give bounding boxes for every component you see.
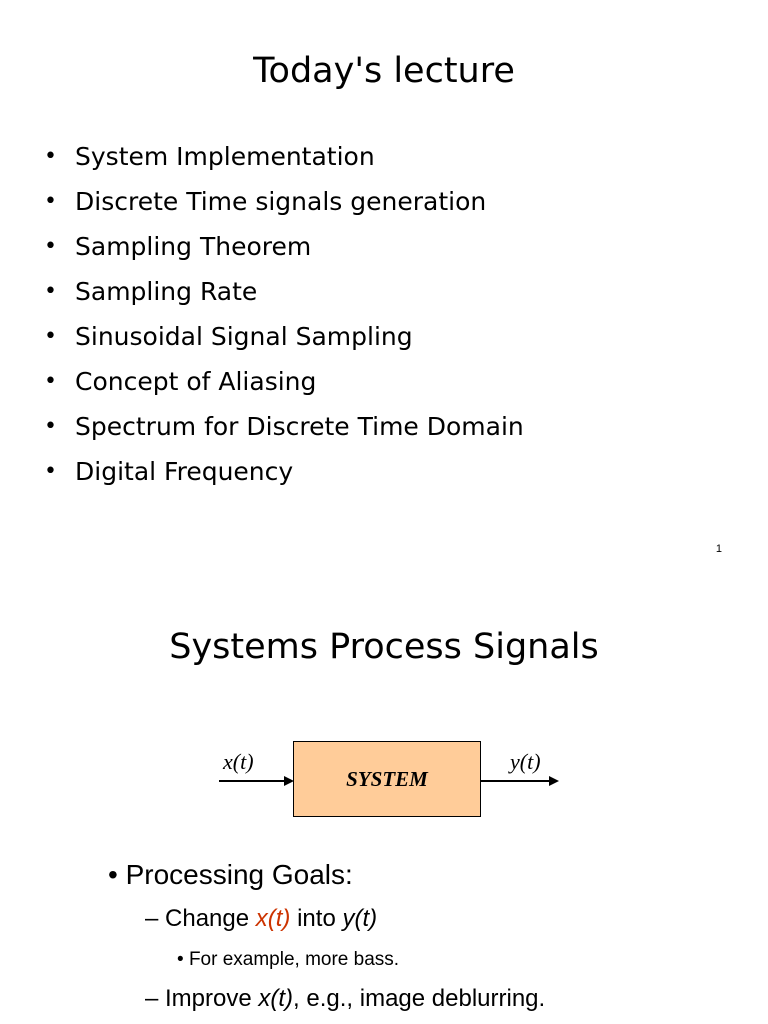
bullet-icon: •	[44, 414, 57, 439]
list-item: • Sampling Rate	[44, 269, 524, 314]
slide-title: Today's lecture	[253, 51, 515, 91]
bullet-icon: •	[177, 949, 184, 970]
slide-systems-process-signals: Systems Process Signals x(t) SYSTEM y(t)…	[0, 576, 768, 1024]
topic-list: • System Implementation • Discrete Time si…	[44, 134, 524, 494]
bullet-icon: •	[44, 144, 57, 169]
goal-example-text: For example, more bass.	[188, 949, 400, 970]
list-item: • Digital Frequency	[44, 449, 524, 494]
bullet-icon: •	[44, 234, 57, 259]
goals-heading: • Processing Goals:	[108, 858, 353, 892]
list-item-text: Spectrum for Discrete Time Domain	[75, 412, 524, 441]
list-item: • Concept of Aliasing	[44, 359, 524, 404]
bullet-icon: •	[108, 859, 118, 890]
input-signal-ref: x(t)	[258, 985, 294, 1012]
output-signal-ref: y(t)	[342, 905, 378, 932]
output-arrow-head	[549, 776, 559, 786]
input-signal-ref: x(t)	[255, 905, 291, 932]
input-signal-label: x(t)	[223, 749, 254, 774]
list-item-text: Concept of Aliasing	[75, 367, 317, 396]
list-item-text: Sampling Rate	[75, 277, 258, 306]
list-item: • Sinusoidal Signal Sampling	[44, 314, 524, 359]
goal-item-rest: , e.g., image deblurring.	[293, 985, 546, 1012]
list-item-text: Digital Frequency	[75, 457, 294, 486]
bullet-icon: •	[44, 324, 57, 349]
bullet-icon: •	[44, 279, 57, 304]
list-item: • Sampling Theorem	[44, 224, 524, 269]
list-item-text: Sinusoidal Signal Sampling	[75, 322, 413, 351]
goal-item-improve: – Improve x(t), e.g., image deblurring.	[145, 984, 545, 1014]
slide-todays-lecture: Today's lecture • System Implementation •…	[44, 51, 722, 555]
system-box: SYSTEM	[293, 741, 481, 817]
bullet-icon: •	[44, 189, 57, 214]
list-item-text: System Implementation	[75, 142, 375, 171]
bullet-icon: •	[44, 459, 57, 484]
goals-heading-text: Processing Goals:	[125, 859, 353, 890]
goal-item-lead: – Improve	[145, 985, 259, 1012]
bullet-icon: •	[44, 369, 57, 394]
slide-title: Systems Process Signals	[169, 627, 599, 667]
goal-example: • For example, more bass.	[177, 948, 399, 972]
page-number: 1	[715, 543, 722, 555]
list-item: • Spectrum for Discrete Time Domain	[44, 404, 524, 449]
list-item-text: Sampling Theorem	[75, 232, 312, 261]
list-item-text: Discrete Time signals generation	[75, 187, 487, 216]
goal-item-connector: into	[290, 905, 343, 932]
goal-item-change: – Change x(t) into y(t)	[145, 904, 377, 934]
output-signal-label: y(t)	[510, 749, 541, 774]
goal-item-lead: – Change	[145, 905, 256, 932]
system-box-label: SYSTEM	[346, 766, 428, 791]
list-item: • Discrete Time signals generation	[44, 179, 524, 224]
list-item: • System Implementation	[44, 134, 524, 179]
